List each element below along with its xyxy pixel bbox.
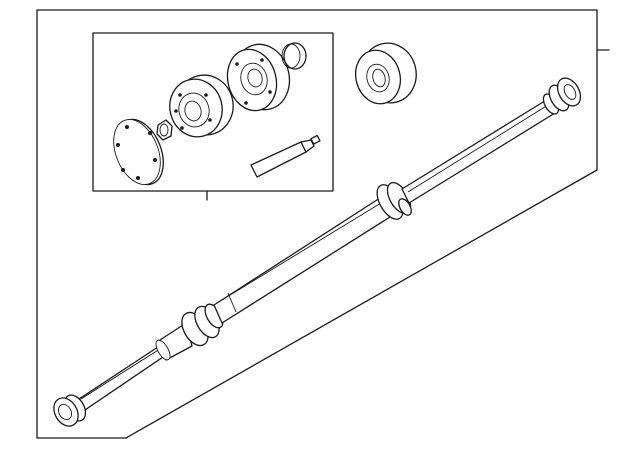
flex-disc-plate: [113, 118, 164, 186]
center-bearing-cushion: [354, 42, 417, 105]
drive-shaft: [53, 77, 582, 427]
diagram-panel: [36, 9, 598, 439]
grease-tube: [250, 134, 321, 178]
joint-flange: [226, 43, 291, 112]
flex-coupling: [169, 74, 234, 138]
hex-nut: [156, 119, 173, 141]
kit-inset-box: [92, 32, 334, 201]
dust-cap: [281, 42, 307, 70]
